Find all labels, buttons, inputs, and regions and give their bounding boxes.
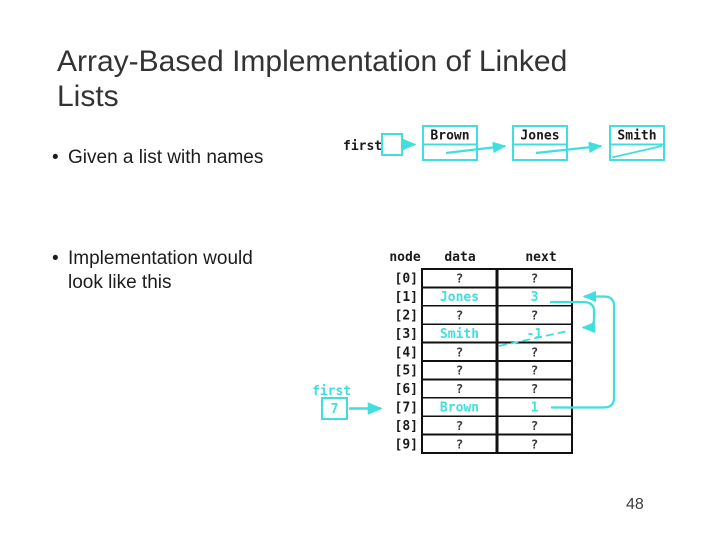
node-box — [512, 125, 568, 161]
row-index: [1] — [395, 290, 418, 305]
cell-data: Brown — [440, 401, 479, 416]
cell-next: 3 — [531, 290, 539, 305]
array-diagram: node data next [0] [1] [2] [3] [4] [5] [… — [312, 250, 616, 455]
bullet-item-implementation: • Implementation would look like this — [52, 247, 273, 295]
array-first-value: 7 — [331, 402, 339, 417]
link-arrow-7-to-1 — [551, 290, 616, 409]
cell-next: ? — [531, 418, 539, 433]
node-box — [609, 125, 665, 161]
cell-data: ? — [456, 271, 464, 286]
row-index: [7] — [395, 401, 418, 416]
row-index: [0] — [395, 272, 418, 287]
link-arrow-1-to-3 — [550, 300, 596, 334]
list-node-brown: Brown — [422, 125, 478, 161]
cell-data: ? — [456, 381, 464, 396]
row-index: [5] — [395, 364, 418, 379]
cell-data: Jones — [440, 290, 479, 305]
node-label: Smith — [617, 129, 656, 144]
row-index: [3] — [395, 327, 418, 342]
row-index: [6] — [395, 382, 418, 397]
bullet-marker: • — [52, 147, 59, 168]
cell-data: ? — [456, 363, 464, 378]
array-link-arrows — [498, 290, 616, 409]
array-first-label: first — [312, 384, 351, 399]
linked-list-diagram: first Brown Jones Smith — [343, 125, 665, 161]
cell-next: ? — [531, 344, 539, 359]
cell-data: ? — [456, 344, 464, 359]
array-row-indexes: [0] [1] [2] [3] [4] [5] [6] [7] [8] [9] — [395, 272, 418, 453]
cell-next: ? — [531, 381, 539, 396]
cell-next: ? — [531, 363, 539, 378]
row-index: [2] — [395, 309, 418, 324]
list-node-jones: Jones — [512, 125, 568, 161]
cell-next: ? — [531, 308, 539, 323]
node-label: Jones — [520, 129, 559, 144]
array-first-pointer: first 7 — [312, 384, 383, 420]
column-header-next: next — [525, 250, 556, 265]
row-index: [4] — [395, 345, 418, 360]
cell-next: ? — [531, 436, 539, 451]
null-slash — [611, 145, 663, 159]
page-title: Array-Based Implementation of Linked Lis… — [57, 45, 568, 114]
cell-data: ? — [456, 436, 464, 451]
next-arrow — [445, 141, 507, 155]
node-label: Brown — [430, 129, 469, 144]
column-header-data: data — [444, 250, 475, 265]
array-table-grid — [420, 267, 574, 455]
linked-list-first-box — [381, 133, 403, 156]
linked-list-first-label: first — [343, 139, 382, 154]
bullet-marker: • — [52, 248, 59, 269]
array-first-box — [321, 397, 348, 420]
page-number: 48 — [626, 496, 644, 513]
cell-next: 1 — [531, 401, 539, 416]
cell-next: ? — [531, 271, 539, 286]
row-index: [9] — [395, 437, 418, 452]
bullet-item-given-list: • Given a list with names — [52, 146, 312, 170]
row-index: [8] — [395, 419, 418, 434]
array-data-cells: ? Jones ? Smith ? ? ? Brown ? ? — [440, 271, 479, 452]
list-node-smith: Smith — [609, 125, 665, 161]
cell-data: Smith — [440, 327, 479, 342]
bullet-text: Given a list with names — [68, 147, 264, 168]
column-header-node: node — [389, 250, 420, 265]
cell-data: ? — [456, 308, 464, 323]
bullet-text: Implementation would look like this — [68, 248, 253, 294]
next-arrow — [535, 141, 603, 155]
node-box — [422, 125, 478, 161]
cell-data: ? — [456, 418, 464, 433]
